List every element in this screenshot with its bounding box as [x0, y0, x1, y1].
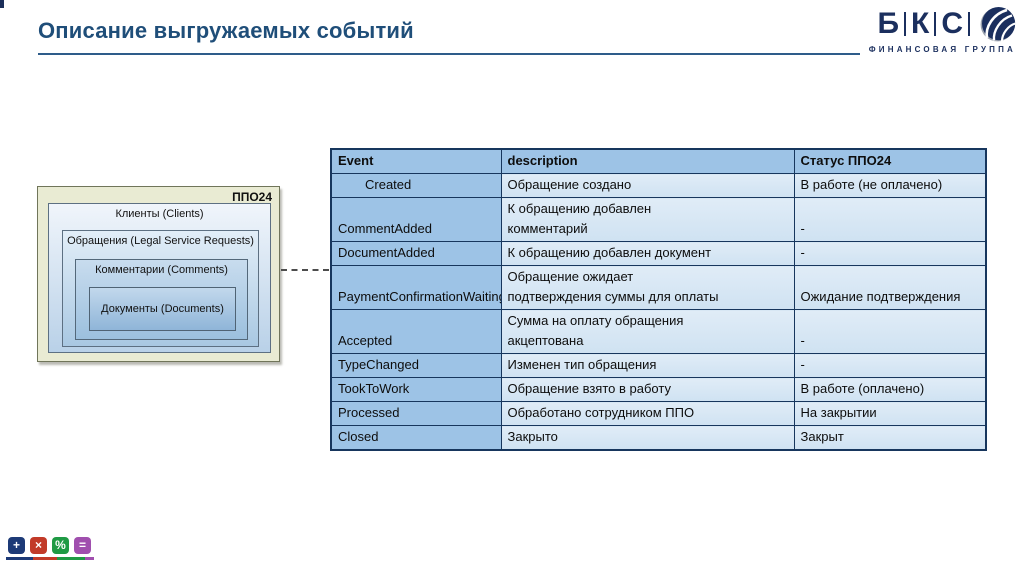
footer-bar-segment: [85, 557, 94, 560]
description-cell: Сумма на оплату обращения акцептована: [500, 309, 795, 354]
status-cell: -: [793, 197, 987, 242]
diagram-label-documents: Документы (Documents): [101, 303, 224, 315]
corner-artifact: [0, 0, 4, 8]
diagram-box-ppo24: ППО24 Клиенты (Clients) Обращения (Legal…: [37, 186, 280, 362]
dashed-connector-line: [281, 269, 329, 271]
table-row: TookToWork Обращение взято в работу В ра…: [330, 377, 987, 402]
event-cell: CommentAdded: [330, 197, 502, 242]
bks-logo: Б К С ФИНАНСОВАЯ ГРУППА: [860, 5, 1016, 54]
description-cell: Обращение создано: [500, 173, 795, 198]
status-cell: -: [793, 241, 987, 266]
table-row: PaymentConfirmationWaiting Обращение ожи…: [330, 265, 987, 310]
status-cell: Закрыт: [793, 425, 987, 451]
table-row: Accepted Сумма на оплату обращения акцеп…: [330, 309, 987, 354]
status-cell: На закрытии: [793, 401, 987, 426]
col-header-description: description: [500, 148, 795, 174]
col-header-event: Event: [330, 148, 502, 174]
title-underline: [38, 53, 860, 55]
logo-subtitle: ФИНАНСОВАЯ ГРУППА: [868, 45, 1016, 54]
event-cell: TypeChanged: [330, 353, 502, 378]
footer-bar-segment: [57, 557, 85, 560]
footer-bar-segment: [33, 557, 57, 560]
bks-logo-letters: Б К С: [860, 5, 1016, 43]
globe-icon: [980, 7, 1016, 42]
description-cell: Обращение взято в работу: [500, 377, 795, 402]
diagram-box-documents: Документы (Documents): [89, 287, 236, 331]
status-cell: Ожидание подтверждения: [793, 265, 987, 310]
table-row: CommentAdded К обращению добавлен коммен…: [330, 197, 987, 242]
status-cell: -: [793, 309, 987, 354]
status-cell: -: [793, 353, 987, 378]
logo-divider: [904, 12, 907, 36]
diagram-box-requests: Обращения (Legal Service Requests) Комме…: [62, 230, 259, 347]
events-table: Event description Статус ППО24 Created О…: [330, 148, 987, 451]
multiply-icon[interactable]: ×: [30, 537, 47, 554]
table-header-row: Event description Статус ППО24: [330, 148, 987, 174]
percent-icon[interactable]: %: [52, 537, 69, 554]
description-cell: Обращение ожидает подтверждения суммы дл…: [500, 265, 795, 310]
diagram-label-requests: Обращения (Legal Service Requests): [67, 235, 254, 247]
ppo24-diagram: ППО24 Клиенты (Clients) Обращения (Legal…: [37, 186, 280, 362]
description-cell: Закрыто: [500, 425, 795, 451]
event-cell: Closed: [330, 425, 502, 451]
description-cell: К обращению добавлен комментарий: [500, 197, 795, 242]
description-cell: Изменен тип обращения: [500, 353, 795, 378]
table-row: Created Обращение создано В работе (не о…: [330, 173, 987, 198]
diagram-box-clients: Клиенты (Clients) Обращения (Legal Servi…: [48, 203, 271, 353]
diagram-label-clients: Клиенты (Clients): [115, 208, 204, 220]
event-cell: Created: [330, 173, 502, 198]
plus-icon[interactable]: +: [8, 537, 25, 554]
footer-service-icons: + ×% =: [6, 537, 96, 560]
table-row: DocumentAdded К обращению добавлен докум…: [330, 241, 987, 266]
footer-color-bar: [6, 557, 94, 560]
equals-icon[interactable]: =: [74, 537, 91, 554]
table-row: Processed Обработано сотрудником ППО На …: [330, 401, 987, 426]
status-cell: В работе (оплачено): [793, 377, 987, 402]
diagram-label-comments: Комментарии (Comments): [95, 264, 228, 276]
diagram-box-comments: Комментарии (Comments) Документы (Docume…: [75, 259, 248, 340]
col-header-status: Статус ППО24: [793, 148, 987, 174]
description-cell: К обращению добавлен документ: [500, 241, 795, 266]
diagram-label-ppo24: ППО24: [232, 190, 272, 204]
event-cell: PaymentConfirmationWaiting: [330, 265, 502, 310]
table-row: TypeChanged Изменен тип обращения -: [330, 353, 987, 378]
event-cell: TookToWork: [330, 377, 502, 402]
logo-divider: [934, 12, 937, 36]
event-cell: Accepted: [330, 309, 502, 354]
table-row: Closed Закрыто Закрыт: [330, 425, 987, 451]
status-cell: В работе (не оплачено): [793, 173, 987, 198]
event-cell: DocumentAdded: [330, 241, 502, 266]
logo-divider: [968, 12, 970, 36]
logo-letter-k: К: [911, 7, 930, 40]
logo-letter-b: Б: [877, 7, 900, 40]
logo-letter-s: С: [941, 7, 963, 40]
event-cell: Processed: [330, 401, 502, 426]
description-cell: Обработано сотрудником ППО: [500, 401, 795, 426]
footer-bar-segment: [6, 557, 33, 560]
page-title: Описание выгружаемых событий: [38, 18, 414, 43]
